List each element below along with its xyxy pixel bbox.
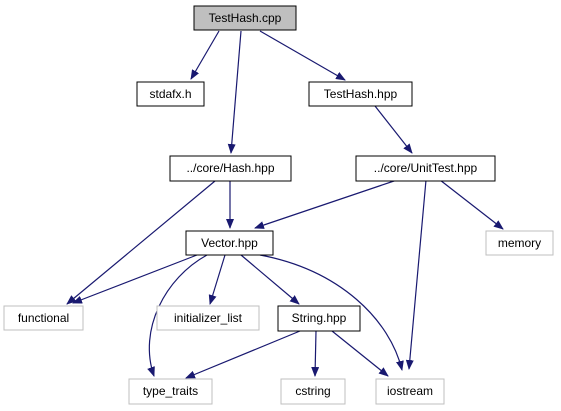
node-cstring-label: cstring	[295, 384, 330, 398]
node-stdafx-h[interactable]: stdafx.h	[136, 81, 205, 107]
node-string-hpp[interactable]: String.hpp	[277, 305, 361, 332]
node-string-hpp-label: String.hpp	[292, 311, 347, 325]
node-initializer-list-label: initializer_list	[174, 311, 243, 325]
edge-string-hpp-to-cstring	[311, 330, 320, 377]
node-stdafx-h-label: stdafx.h	[149, 87, 191, 101]
edge-unittest-hpp-to-memory	[439, 179, 504, 230]
node-type-traits: type_traits	[128, 378, 213, 405]
node-initializer-list: initializer_list	[156, 305, 260, 331]
edge-unittest-hpp-to-iostream	[405, 179, 427, 370]
node-vector-hpp-label: Vector.hpp	[201, 236, 258, 250]
edge-vector-hpp-to-functional	[72, 254, 198, 304]
node-core-unittest-hpp[interactable]: ../core/UnitTest.hpp	[355, 155, 496, 182]
node-functional: functional	[3, 305, 84, 331]
edge-vector-hpp-to-string-hpp	[240, 254, 300, 305]
node-iostream-label: iostream	[387, 384, 433, 398]
edge-testhash-cpp-to-stdafx	[190, 30, 220, 80]
edge-string-hpp-to-iostream	[331, 330, 389, 377]
node-iostream: iostream	[375, 378, 445, 405]
node-cstring: cstring	[280, 378, 346, 405]
edge-testhash-cpp-to-hash-hpp	[227, 30, 242, 154]
node-testhash-hpp-label: TestHash.hpp	[324, 87, 398, 101]
node-type-traits-label: type_traits	[143, 384, 198, 398]
edge-testhash-hpp-to-unittest-hpp	[374, 105, 413, 154]
edge-vector-hpp-to-iostream	[259, 254, 404, 371]
edge-string-hpp-to-type-traits	[185, 330, 301, 379]
node-memory-label: memory	[498, 236, 541, 250]
node-functional-label: functional	[18, 311, 69, 325]
node-vector-hpp[interactable]: Vector.hpp	[185, 230, 274, 256]
node-core-hash-hpp-label: ../core/Hash.hpp	[186, 161, 274, 175]
node-memory: memory	[485, 230, 554, 256]
node-testhash-cpp-label: TestHash.cpp	[209, 11, 282, 25]
edge-vector-hpp-to-initializer-list	[208, 254, 226, 305]
edge-testhash-cpp-to-testhash-hpp	[259, 30, 346, 81]
node-testhash-hpp[interactable]: TestHash.hpp	[308, 81, 413, 107]
node-core-hash-hpp[interactable]: ../core/Hash.hpp	[169, 155, 292, 182]
node-testhash-cpp: TestHash.cpp	[193, 5, 297, 31]
edge-hash-hpp-to-functional	[66, 180, 216, 305]
edge-unittest-hpp-to-vector-hpp	[254, 179, 398, 229]
node-core-unittest-hpp-label: ../core/UnitTest.hpp	[374, 161, 478, 175]
